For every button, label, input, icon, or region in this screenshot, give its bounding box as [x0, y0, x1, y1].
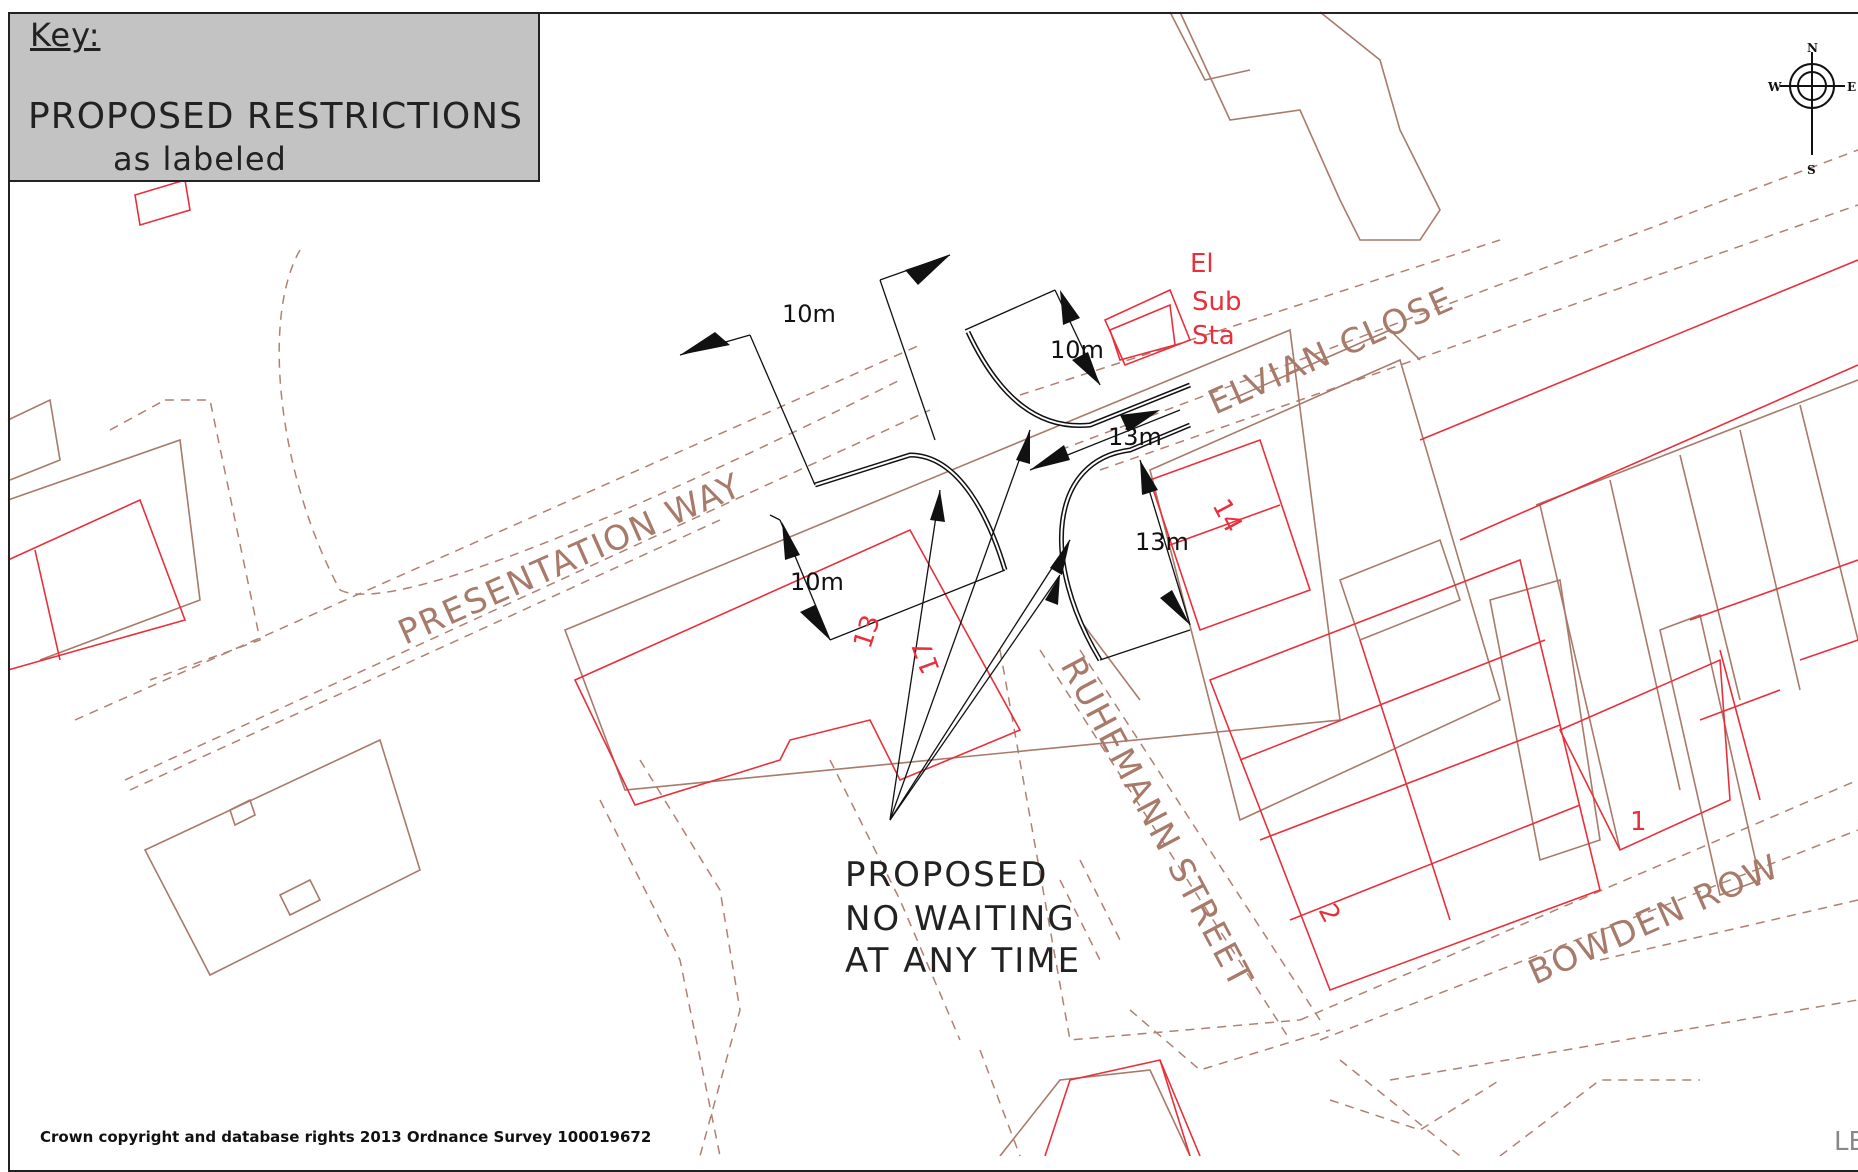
key-title: Key:	[30, 16, 101, 54]
plot-number-14: 14	[1206, 494, 1248, 537]
annotation-line-2: NO WAITING	[845, 899, 1076, 939]
substation-outline	[1103, 288, 1192, 367]
key-restriction-label: PROPOSED RESTRICTIONS	[28, 96, 523, 137]
plot-number-1: 1	[1630, 807, 1647, 837]
compass-rose: N E S W	[1767, 41, 1856, 177]
substation-label-1: El	[1190, 249, 1214, 279]
dimension-label-1: 10m	[782, 300, 836, 328]
dimension-label-3: 13m	[1108, 423, 1162, 451]
road-label-bowden-row: BOWDEN ROW	[1522, 846, 1786, 993]
buildings	[7, 11, 1858, 1156]
substation-label-2: Sub	[1192, 287, 1242, 317]
road-kerbs	[74, 149, 1858, 1156]
compass-north: N	[1807, 41, 1818, 55]
dimension-label-5: 10m	[790, 568, 844, 596]
edge-text: LE	[1834, 1127, 1858, 1156]
dimension-label-4: 13m	[1135, 528, 1189, 556]
compass-east: E	[1847, 80, 1856, 94]
key-panel: Key: PROPOSED RESTRICTIONS as labeled	[8, 12, 540, 182]
dimension-label-2: 10m	[1050, 336, 1104, 364]
substation-label-3: Sta	[1192, 321, 1235, 351]
compass-west: W	[1767, 80, 1782, 94]
copyright-notice: Crown copyright and database rights 2013…	[40, 1128, 652, 1146]
annotation-line-3: AT ANY TIME	[845, 941, 1081, 981]
dimension-lines	[679, 254, 1191, 821]
annotation-line-1: PROPOSED	[845, 855, 1048, 895]
key-restriction-sublabel: as labeled	[113, 140, 287, 178]
plot-number-13: 13	[848, 611, 887, 652]
road-label-presentation-way: PRESENTATION WAY	[392, 465, 748, 653]
no-waiting-lines	[814, 330, 1191, 662]
plot-boundaries	[7, 178, 1858, 1156]
road-label-ruhemann-street: RUHEMANN STREET	[1052, 650, 1261, 995]
compass-south: S	[1807, 163, 1816, 177]
plot-number-2: 2	[1312, 899, 1346, 928]
